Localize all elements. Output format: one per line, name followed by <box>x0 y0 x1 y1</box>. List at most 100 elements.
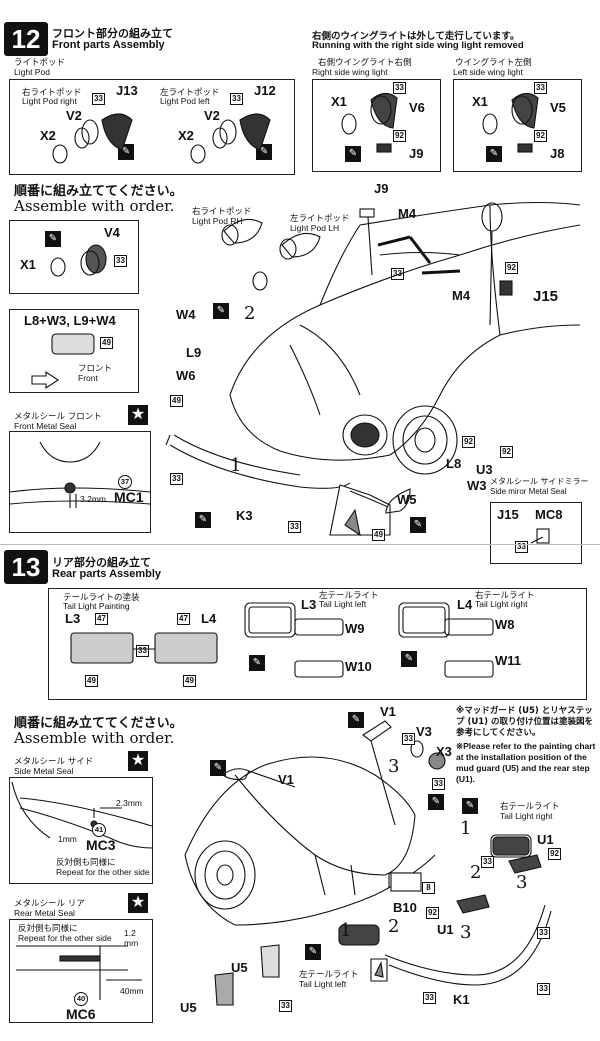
glue-icon: ✎ <box>213 303 229 319</box>
left-wing-box: X1 V5 J8 33 92 ✎ <box>453 79 582 172</box>
num-47: 47 <box>177 613 190 625</box>
dim-40: 40mm <box>120 986 144 996</box>
rear-seal-jp: メタルシール リア <box>14 899 85 909</box>
left-wing-jp: ウイングライト左側 <box>455 58 532 68</box>
step-3-rear: 3 <box>516 872 528 893</box>
assemble-order-en-12: Assemble with order. <box>14 197 175 215</box>
num-33: 33 <box>432 778 445 790</box>
dim-1-2: 1.2 mm <box>124 928 139 948</box>
num-49: 49 <box>170 395 183 407</box>
part-x1: X1 <box>331 94 347 109</box>
front-jp: フロント <box>78 364 113 374</box>
part-v2: V2 <box>66 108 82 123</box>
tail-left-en-2: Tail Light left <box>299 979 347 989</box>
tail-right-en-2: Tail Light right <box>500 811 553 821</box>
num-49: 49 <box>85 675 98 687</box>
part-w4: W4 <box>176 307 196 322</box>
part-w5: W5 <box>397 492 417 507</box>
part-w6: W6 <box>176 368 196 383</box>
glue-icon: ✎ <box>210 760 226 776</box>
tail-right-en: Tail Light right <box>475 599 528 609</box>
tail-left-jp-2: 左テールライト <box>299 970 359 980</box>
step-1-rear: 1 <box>340 920 352 941</box>
section-13-title-en: Rear parts Assembly <box>52 568 162 580</box>
part-u1: U1 <box>437 922 454 937</box>
j15-illustration <box>530 528 550 544</box>
part-x3: X3 <box>436 744 452 759</box>
num-33: 33 <box>537 983 550 995</box>
mudguard-note-en: ※Please refer to the painting chart at t… <box>456 741 596 784</box>
part-mc1: MC1 <box>114 489 144 505</box>
assemble-order-en-13: Assemble with order. <box>14 729 175 747</box>
rear-seal-en: Rear Metal Seal <box>14 908 75 918</box>
num-33: 33 <box>279 1000 292 1012</box>
lens-illustration <box>31 333 95 390</box>
num-33: 33 <box>534 82 547 94</box>
glue-icon: ✎ <box>401 651 417 667</box>
section-13-number: 13 <box>4 550 48 584</box>
repeat-en: Repeat for the other side <box>56 867 150 877</box>
right-wing-box: X1 V6 J9 33 92 ✎ <box>312 79 441 172</box>
part-v5: V5 <box>550 100 566 115</box>
step-2-rear: 2 <box>470 862 482 883</box>
left-wing-illustration <box>482 92 539 153</box>
part-mc8: MC8 <box>535 507 563 522</box>
front-car-illustration <box>165 201 581 537</box>
part-w9: W9 <box>345 621 365 636</box>
part-v6: V6 <box>409 100 425 115</box>
right-wing-en: Right side wing light <box>312 67 388 77</box>
part-u5: U5 <box>231 960 248 975</box>
num-92: 92 <box>500 446 513 458</box>
num-33: 33 <box>393 82 406 94</box>
num-92: 92 <box>393 130 406 142</box>
dim-1: 1mm <box>58 834 77 844</box>
metal-front-box: 3.2mm 37 MC1 <box>9 431 151 533</box>
part-k1: K1 <box>453 992 470 1007</box>
num-33: 33 <box>288 521 301 533</box>
part-v2: V2 <box>204 108 220 123</box>
v4-illustration <box>50 244 107 277</box>
front-seal-illustration <box>9 441 151 508</box>
star-icon: ★ <box>128 405 148 425</box>
part-j12: J12 <box>254 83 276 98</box>
num-40: 40 <box>74 992 88 1006</box>
part-x2: X2 <box>40 128 56 143</box>
assemble-order-jp-12: 順番に組み立ててください。 <box>14 184 183 199</box>
glue-icon: ✎ <box>249 655 265 671</box>
num-33: 33 <box>481 856 494 868</box>
l8-w3-label: L8+W3, L9+W4 <box>24 313 116 328</box>
star-icon: ★ <box>128 893 148 913</box>
section-divider <box>0 544 600 545</box>
part-l9: L9 <box>186 345 202 360</box>
metal-front-jp: メタルシール フロント <box>14 412 102 422</box>
pod-lh-jp: 左ライトポッド <box>290 214 350 224</box>
part-j15: J15 <box>497 507 519 522</box>
part-l8: L8 <box>446 456 462 471</box>
pod-rh-en: Light Pod RH <box>192 216 243 226</box>
num-33: 33 <box>136 645 149 657</box>
glue-icon: ✎ <box>486 146 502 162</box>
num-92: 92 <box>534 130 547 142</box>
num-33: 33 <box>402 733 415 745</box>
pod-right-illustration <box>52 113 271 164</box>
assemble-order-jp-13: 順番に組み立ててください。 <box>14 716 183 731</box>
part-b10: B10 <box>393 900 417 915</box>
num-47: 47 <box>95 613 108 625</box>
part-l4: L4 <box>457 597 473 612</box>
light-pod-box: 右ライトポッド Light Pod right 左ライトポッド Light Po… <box>9 79 295 175</box>
num-49: 49 <box>183 675 196 687</box>
glue-icon: ✎ <box>462 798 478 814</box>
pod-right-en: Light Pod right <box>22 96 77 106</box>
part-k3: K3 <box>236 508 253 523</box>
part-j9: J9 <box>409 146 424 161</box>
num-8: 8 <box>422 882 435 894</box>
rear-car-illustration <box>184 720 552 1006</box>
repeat-jp: 反対側も同様に <box>56 858 116 868</box>
mudguard-note-jp: ※マッドガード (U5) とリヤステップ (U1) の取り付け位置は塗装図を参考… <box>456 706 594 738</box>
side-seal-en: Side Metal Seal <box>14 766 74 776</box>
part-v1: V1 <box>278 772 294 787</box>
num-33: 33 <box>114 255 127 267</box>
rear-seal-box: 反対側も同様に Repeat for the other side 1.2 mm… <box>9 919 153 1023</box>
v4-box: ✎ V4 X1 33 <box>9 220 139 294</box>
num-49: 49 <box>372 529 385 541</box>
